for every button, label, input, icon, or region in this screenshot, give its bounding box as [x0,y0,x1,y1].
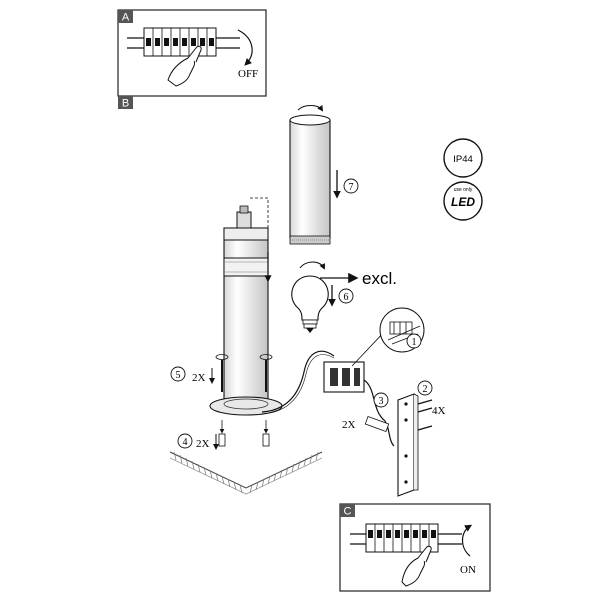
breaker-rail-icon [350,523,462,553]
mounting-plate [397,393,419,497]
step-7-marker: 7 [343,178,359,194]
light-bulb-icon [291,275,329,333]
step-4-marker: 4 2X [177,433,219,450]
breaker-rail-icon [127,27,240,57]
hand-icon [167,45,202,87]
panel-c-switch-on: C ON [339,503,491,592]
step-5-number: 5 [176,370,181,381]
panel-c-letter: C [344,506,352,518]
step-1-marker: 1 [406,333,422,349]
panel-b-marker: B [118,96,133,110]
ip-rating-text: IP44 [453,154,473,165]
wall-anchors [218,420,270,447]
panel-a-switch-off: A OFF [117,9,267,97]
step-3-number: 3 [379,396,384,407]
top-screws [215,354,273,392]
cable-connector [364,415,390,433]
power-cable [261,350,335,413]
step-4-number: 4 [183,437,188,448]
excl-label: excl. [362,269,397,288]
mounting-screws [417,399,433,431]
led-text: LED [451,195,475,209]
shade-rotate-arrow-icon [297,105,324,112]
step-5-qty: 2X [192,372,206,384]
turn-off-arrow-icon [237,29,253,66]
bollard-light-body [209,205,283,416]
lamp-shade [289,114,331,245]
step-3-marker: 3 2X [342,392,389,431]
panel-b-letter: B [122,98,129,110]
step-2-marker: 2 4X [417,380,446,417]
step-1-number: 1 [412,337,417,348]
step-5-marker: 5 2X [170,366,215,384]
turn-on-arrow-icon [461,524,473,557]
step-7-number: 7 [349,182,354,193]
step-6-number: 6 [344,292,349,303]
panel-a-off-label: OFF [238,68,258,80]
hand-icon [401,545,432,587]
led-use-only-text: use only [454,187,473,193]
step-6-marker: 6 [338,288,354,304]
ground-surface [169,451,323,495]
panel-a-letter: A [122,12,130,24]
panel-c-on-label: ON [460,564,476,576]
step-4-qty: 2X [196,438,210,450]
terminal-block [323,361,365,393]
alignment-dash-line [250,197,269,232]
ip44-badge: IP44 [443,138,483,178]
step-3-qty: 2X [342,419,356,431]
led-only-badge: use only LED [443,181,483,221]
bulb-rotate-arrow-icon [299,261,325,270]
step-2-qty: 4X [432,405,446,417]
step-2-number: 2 [423,384,428,395]
